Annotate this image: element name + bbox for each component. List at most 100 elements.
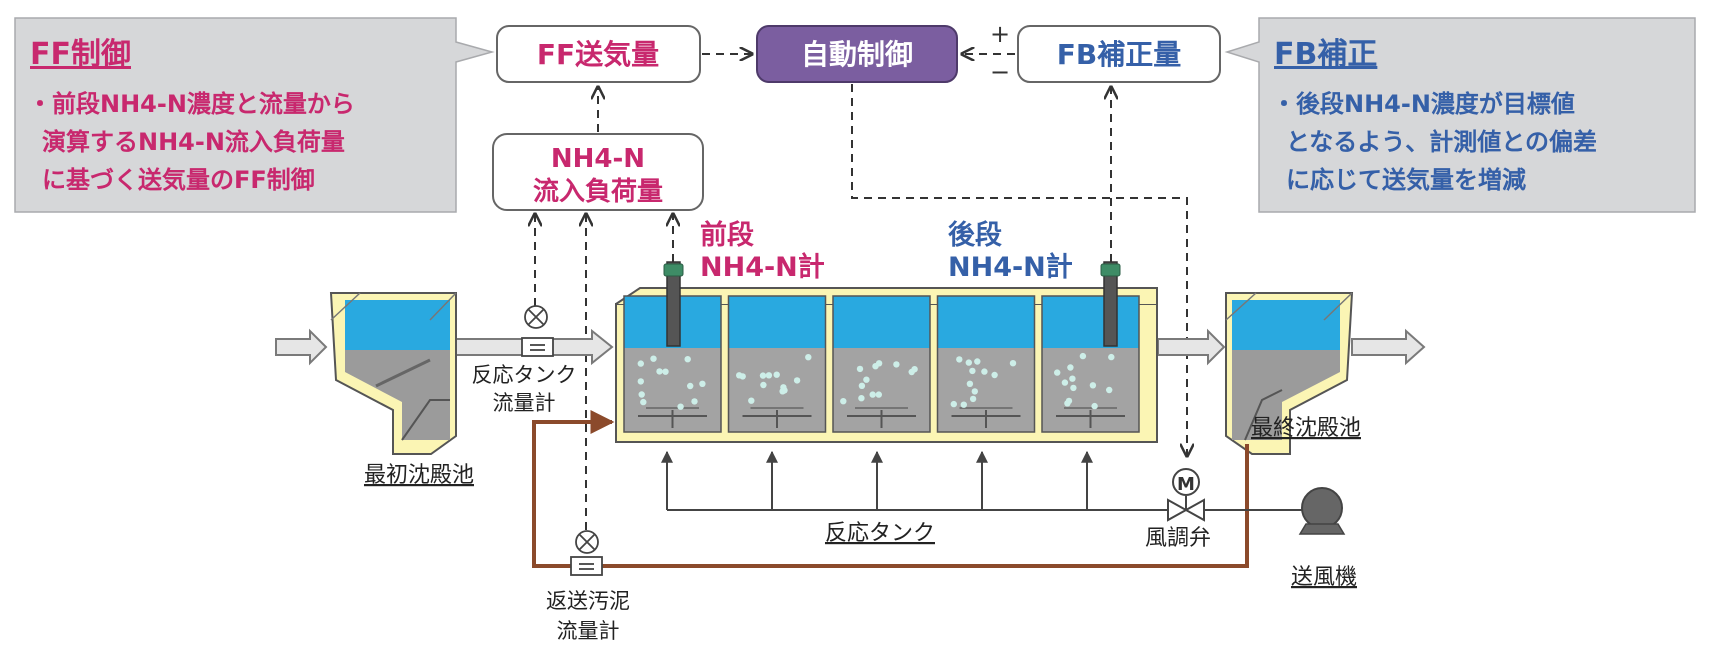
air-bubble [637, 360, 644, 367]
auto-control-label: 自動制御 [801, 38, 913, 71]
air-valve-label: 風調弁 [1145, 526, 1211, 551]
air-bubble [1069, 375, 1076, 382]
minus-sign: − [990, 58, 1010, 86]
fb-callout-line-2: となるよう、計測値との偏差 [1286, 128, 1597, 156]
air-bubble [677, 403, 684, 410]
blower-icon [1298, 487, 1346, 535]
air-bubble [1089, 382, 1097, 389]
return-sludge-flowmeter [570, 530, 603, 576]
air-header [661, 450, 1318, 511]
reaction-tank-label: 反応タンク [825, 521, 935, 546]
rear-sensor-label-1: 後段 [948, 220, 1002, 251]
air-bubble [863, 376, 870, 383]
air-bubble [748, 397, 755, 404]
air-bubble [1079, 352, 1087, 360]
return-sludge-label-2: 流量計 [557, 619, 620, 643]
air-bubble [662, 368, 669, 375]
air-bubble [960, 401, 967, 408]
air-bubble [981, 368, 988, 375]
air-bubble [736, 372, 743, 379]
front-sensor-label-2: NH4-N計 [700, 251, 825, 283]
air-bubble [687, 382, 694, 390]
tank-cell-2 [727, 295, 827, 433]
air-bubble [699, 380, 706, 387]
fb-callout: FB補正 ・後段NH4-N濃度が目標値 となるよう、計測値との偏差 に応じて送気… [1224, 17, 1696, 213]
air-bubble [637, 378, 644, 385]
inlet-arrow [275, 328, 328, 366]
tank-flowmeter [521, 305, 554, 357]
return-sludge-line [532, 410, 1249, 568]
air-bubble [991, 371, 998, 379]
rear-sensor-label-2: NH4-N計 [948, 251, 1073, 283]
final-clarifier-label: 最終沈殿池 [1251, 416, 1361, 441]
air-bubble [969, 395, 977, 403]
air-bubble [793, 377, 801, 384]
tank-cell-4 [936, 295, 1036, 433]
air-bubble [911, 366, 918, 373]
outlet-arrow [1351, 328, 1426, 366]
air-bubble [1009, 360, 1017, 367]
air-bubble [773, 371, 780, 378]
blower-label: 送風機 [1291, 565, 1357, 590]
tank-cell-3 [832, 295, 931, 433]
fb-callout-line-1: ・後段NH4-N濃度が目標値 [1272, 90, 1575, 118]
air-bubble [805, 354, 812, 361]
signal-lines [535, 54, 1187, 530]
air-bubble [1091, 402, 1098, 410]
primary-clarifier-label: 最初沈殿池 [364, 463, 474, 488]
air-bubble [1067, 364, 1074, 371]
front-nh4-sensor [663, 261, 684, 347]
motor-symbol: M [1177, 474, 1195, 495]
auto-to-valve-signal [851, 84, 1187, 456]
air-bubble [893, 361, 900, 368]
front-sensor-label-1: 前段 [700, 219, 754, 251]
air-bubble [1070, 384, 1077, 392]
ff-callout-title: FF制御 [30, 37, 131, 72]
flow-arrows [275, 328, 1426, 366]
inflow-load-line-1: NH4-N [551, 144, 645, 174]
fb-correction-box: FB補正量 [1017, 25, 1221, 83]
ff-callout-line-3: に基づく送気量のFF制御 [42, 166, 315, 194]
air-bubble [856, 365, 864, 373]
air-bubble [656, 368, 663, 375]
air-bubble [760, 381, 767, 389]
air-bubble [869, 391, 876, 398]
air-bubble [971, 388, 978, 395]
air-bubble [759, 372, 767, 379]
fb-callout-line-3: に応じて送気量を増減 [1286, 166, 1526, 194]
air-bubble [875, 360, 883, 367]
air-bubble [858, 382, 866, 389]
primary-clarifier [329, 292, 457, 455]
air-bubble [691, 398, 698, 405]
air-bubble [966, 380, 974, 387]
air-bubble [974, 358, 981, 365]
air-bubble [875, 391, 882, 398]
air-bubble [650, 355, 657, 362]
air-bubble [950, 400, 957, 408]
air-bubble [956, 356, 963, 363]
air-bubble [1054, 369, 1061, 376]
inflow-load-box: NH4-N 流入負荷量 [492, 133, 704, 211]
ff-air-label: FF送気量 [537, 38, 659, 71]
air-bubble [1065, 397, 1073, 405]
air-bubble [965, 359, 972, 366]
return-sludge-label-1: 返送汚泥 [546, 589, 630, 613]
air-bubble [1061, 379, 1069, 386]
air-bubble [684, 356, 691, 363]
auto-control-box: 自動制御 [756, 25, 958, 83]
air-bubble [858, 395, 865, 402]
plus-sign: + [990, 20, 1010, 48]
air-bubble [1108, 353, 1115, 361]
fb-correction-label: FB補正量 [1057, 38, 1181, 71]
tank-cell-5 [1041, 295, 1140, 433]
to-final-arrow [1157, 328, 1226, 366]
tank-flowmeter-label-2: 流量計 [493, 391, 556, 415]
air-bubble [765, 372, 773, 379]
air-bubble [840, 398, 847, 405]
tank-flowmeter-label-1: 反応タンク [472, 363, 577, 387]
ff-air-box: FF送気量 [496, 25, 701, 83]
rear-nh4-sensor [1100, 261, 1121, 347]
fb-callout-title: FB補正 [1274, 37, 1377, 72]
air-bubble [969, 367, 976, 375]
